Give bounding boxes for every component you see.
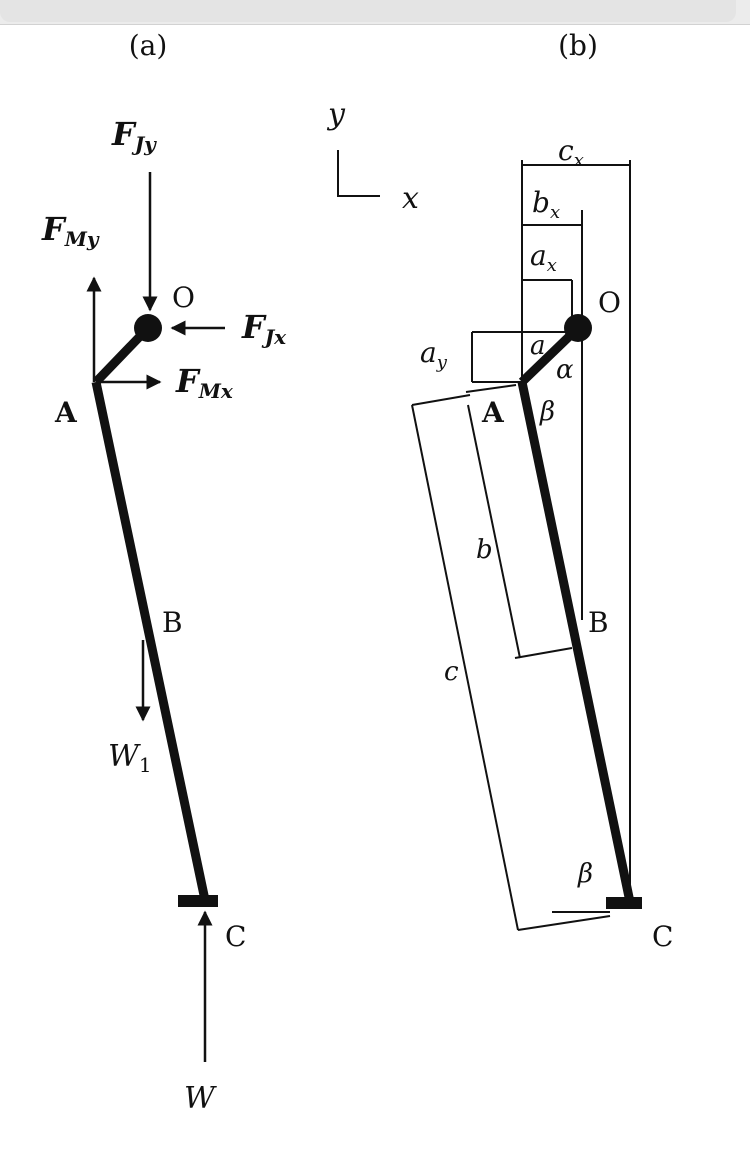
point-c-label: C — [225, 920, 246, 953]
dim-c-line — [411, 404, 519, 931]
segment-ac — [91, 381, 210, 901]
dim-b-bottom-tick — [514, 647, 573, 659]
panel-b: (b) y x cx bx ax ay a b — [326, 29, 673, 953]
top-bar-tab — [0, 0, 736, 22]
label-fjy: FJy — [111, 115, 157, 156]
point-o-label: O — [172, 281, 195, 314]
panel-a: (a) FJy FJx FMy FMx W1 W O A B C — [41, 29, 287, 1116]
label-fmx: FMx — [175, 362, 234, 403]
panel-b-label: (b) — [558, 29, 598, 62]
label-ax: ax — [530, 239, 557, 276]
dim-b-line — [467, 404, 521, 659]
label-w: W — [184, 1081, 217, 1116]
foot-c — [606, 897, 642, 909]
label-a: a — [530, 331, 546, 361]
label-b: b — [476, 535, 493, 565]
dim-b-top-tick — [465, 384, 517, 393]
angle-beta-top-label: β — [539, 397, 555, 427]
top-bar — [0, 0, 750, 25]
label-w1: W1 — [108, 739, 152, 777]
segment-ac — [517, 381, 635, 903]
joint-o — [564, 314, 592, 342]
point-o-label: O — [598, 286, 621, 319]
label-cx: cx — [558, 134, 584, 171]
angle-beta-bottom-label: β — [577, 859, 593, 889]
point-a-label: A — [481, 396, 505, 429]
angle-alpha-label: α — [556, 355, 574, 385]
label-c: c — [444, 657, 459, 687]
dim-c-top-tick — [411, 394, 471, 406]
point-b-label: B — [162, 606, 183, 639]
label-fjx: FJx — [241, 308, 287, 349]
panel-a-label: (a) — [129, 29, 168, 62]
point-a-label: A — [54, 396, 78, 429]
joint-o — [134, 314, 162, 342]
label-ay: ay — [420, 336, 448, 373]
dim-c-bottom-tick — [517, 915, 611, 931]
axes-indicator — [337, 150, 380, 197]
axis-y-label: y — [326, 97, 346, 132]
label-fmy: FMy — [41, 210, 100, 251]
point-c-label: C — [652, 920, 673, 953]
foot-c — [178, 895, 218, 907]
label-bx: bx — [532, 186, 560, 223]
point-b-label: B — [588, 606, 609, 639]
axis-x-label: x — [402, 181, 419, 216]
